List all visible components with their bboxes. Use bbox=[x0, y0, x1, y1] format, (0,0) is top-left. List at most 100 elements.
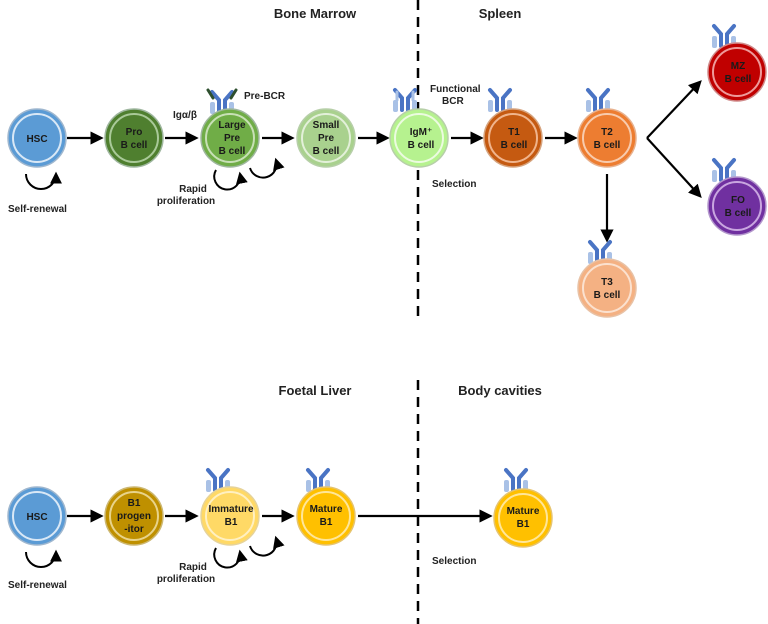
cell-b1-prog-line3: -itor bbox=[124, 524, 144, 535]
cell-hsc-bottom-body bbox=[7, 486, 67, 546]
cell-immature-b1-ring bbox=[205, 491, 255, 541]
label-ig-alpha-beta: Igα/β bbox=[173, 110, 197, 121]
cell-hsc-bottom: HSC bbox=[7, 486, 67, 546]
cell-mature-b1-foetal-liver: Mature B1 bbox=[296, 486, 356, 546]
cell-pro-b-line2: B cell bbox=[121, 140, 148, 151]
cell-hsc-top-body bbox=[7, 108, 67, 168]
cell-b1-prog-line1: B1 bbox=[128, 498, 141, 509]
label-rapid-bottom-line2: proliferation bbox=[157, 574, 215, 585]
cell-small-pre-ring bbox=[301, 113, 351, 163]
label-self-renewal-bottom: Self-renewal bbox=[8, 580, 67, 591]
label-rapid-top-line1: Rapid bbox=[179, 184, 207, 195]
region-foetal-liver: Foetal Liver bbox=[279, 383, 352, 398]
cell-mz: MZ B cell bbox=[707, 42, 767, 102]
cell-mature-b1-fl-body bbox=[296, 486, 356, 546]
cell-t3: T3 B cell bbox=[577, 258, 637, 318]
cell-t1-body bbox=[483, 108, 543, 168]
bcr-receptor-icon-t2 bbox=[586, 88, 610, 112]
self-renewal-loop-bottom bbox=[25, 549, 62, 568]
cell-b1-prog-line2: progen bbox=[117, 511, 151, 522]
arrow-t2-mz bbox=[646, 80, 702, 139]
cell-fo-body bbox=[707, 176, 767, 236]
cell-igm-b: IgM⁺ B cell bbox=[389, 108, 449, 168]
region-body-cavities: Body cavities bbox=[458, 383, 542, 398]
cell-t3-line1: T3 bbox=[601, 277, 613, 288]
cell-small-pre-line3: B cell bbox=[313, 146, 340, 157]
receptors bbox=[206, 24, 736, 492]
cell-hsc-top: HSC bbox=[7, 108, 67, 168]
cell-fo-line1: FO bbox=[731, 195, 745, 206]
label-self-renewal-top: Self-renewal bbox=[8, 204, 67, 215]
bcr-receptor-icon-t1 bbox=[488, 88, 512, 112]
bcr-receptor-icon-igm bbox=[393, 88, 417, 112]
cell-small-pre-line1: Small bbox=[313, 120, 340, 131]
cell-t2-line1: T2 bbox=[601, 127, 613, 138]
proliferation-loop-bottom-2 bbox=[249, 535, 285, 557]
curved-arrows bbox=[25, 157, 285, 569]
label-rapid-top-line2: proliferation bbox=[157, 196, 215, 207]
cell-igm-b-line2: B cell bbox=[408, 140, 435, 151]
cell-b1-prog-body bbox=[104, 486, 164, 546]
cell-t3-line2: B cell bbox=[594, 290, 621, 301]
cell-large-pre-line3: B cell bbox=[219, 146, 246, 157]
label-functional-bcr-line1: Functional bbox=[430, 84, 481, 95]
cell-mz-body bbox=[707, 42, 767, 102]
cell-mature-b1-bc-line1: Mature bbox=[507, 506, 540, 517]
cell-b1-prog-ring bbox=[109, 491, 159, 541]
cell-t2-line2: B cell bbox=[594, 140, 621, 151]
region-spleen: Spleen bbox=[479, 6, 522, 21]
self-renewal-loop-top bbox=[25, 171, 62, 190]
cell-pro-b: Pro B cell bbox=[104, 108, 164, 168]
cell-mz-ring bbox=[712, 47, 762, 97]
label-pre-bcr: Pre-BCR bbox=[244, 91, 286, 102]
cell-igm-b-ring bbox=[394, 113, 444, 163]
cell-mature-b1-bc-body bbox=[493, 488, 553, 548]
cell-fo-line2: B cell bbox=[725, 208, 752, 219]
cell-pro-b-ring bbox=[109, 113, 159, 163]
label-selection-bottom: Selection bbox=[432, 556, 476, 567]
cell-igm-b-body bbox=[389, 108, 449, 168]
cell-mature-b1-fl-line2: B1 bbox=[320, 517, 333, 528]
cell-mature-b1-body-cavity: Mature B1 bbox=[493, 488, 553, 548]
label-functional-bcr-line2: BCR bbox=[442, 96, 464, 107]
bcr-receptor-icon-mz bbox=[712, 24, 736, 48]
cell-mature-b1-fl-line1: Mature bbox=[310, 504, 343, 515]
proliferation-loop-top-1 bbox=[213, 169, 248, 191]
cell-t2-ring bbox=[582, 113, 632, 163]
proliferation-loop-top-2 bbox=[249, 157, 285, 179]
cell-large-pre-line1: Large bbox=[218, 120, 246, 131]
cell-t1-line1: T1 bbox=[508, 127, 520, 138]
cell-pro-b-line1: Pro bbox=[126, 127, 143, 138]
cell-b1-progenitor: B1 progen -itor bbox=[104, 486, 164, 546]
arrow-t2-fo bbox=[646, 137, 702, 198]
cell-t1: T1 B cell bbox=[483, 108, 543, 168]
cell-small-pre-body bbox=[296, 108, 356, 168]
label-selection-top: Selection bbox=[432, 179, 476, 190]
arrows bbox=[67, 80, 702, 523]
label-rapid-bottom-line1: Rapid bbox=[179, 562, 207, 573]
cell-t1-line2: B cell bbox=[501, 140, 528, 151]
cell-hsc-bottom-ring bbox=[12, 491, 62, 541]
cell-large-pre-line2: Pre bbox=[224, 133, 241, 144]
cell-small-pre-b: Small Pre B cell bbox=[296, 108, 356, 168]
bcr-receptor-icon-t3 bbox=[588, 240, 612, 264]
cell-immature-b1-line2: B1 bbox=[225, 517, 238, 528]
cell-mature-b1-bc-ring bbox=[498, 493, 548, 543]
cell-igm-b-line1: IgM⁺ bbox=[410, 127, 433, 138]
cell-mz-line2: B cell bbox=[725, 74, 752, 85]
cell-small-pre-line2: Pre bbox=[318, 133, 335, 144]
proliferation-loop-bottom-1 bbox=[213, 547, 248, 569]
cell-mature-b1-fl-ring bbox=[301, 491, 351, 541]
cell-t3-ring bbox=[582, 263, 632, 313]
cell-large-pre-ring bbox=[205, 113, 255, 163]
region-bone-marrow: Bone Marrow bbox=[274, 6, 357, 21]
cell-mz-line1: MZ bbox=[731, 61, 745, 72]
cell-large-pre-body bbox=[200, 108, 260, 168]
cell-immature-b1-line1: Immature bbox=[208, 504, 253, 515]
cell-t1-ring bbox=[488, 113, 538, 163]
cell-fo-ring bbox=[712, 181, 762, 231]
cell-large-pre-b: Large Pre B cell bbox=[200, 108, 260, 168]
cell-pro-b-body bbox=[104, 108, 164, 168]
